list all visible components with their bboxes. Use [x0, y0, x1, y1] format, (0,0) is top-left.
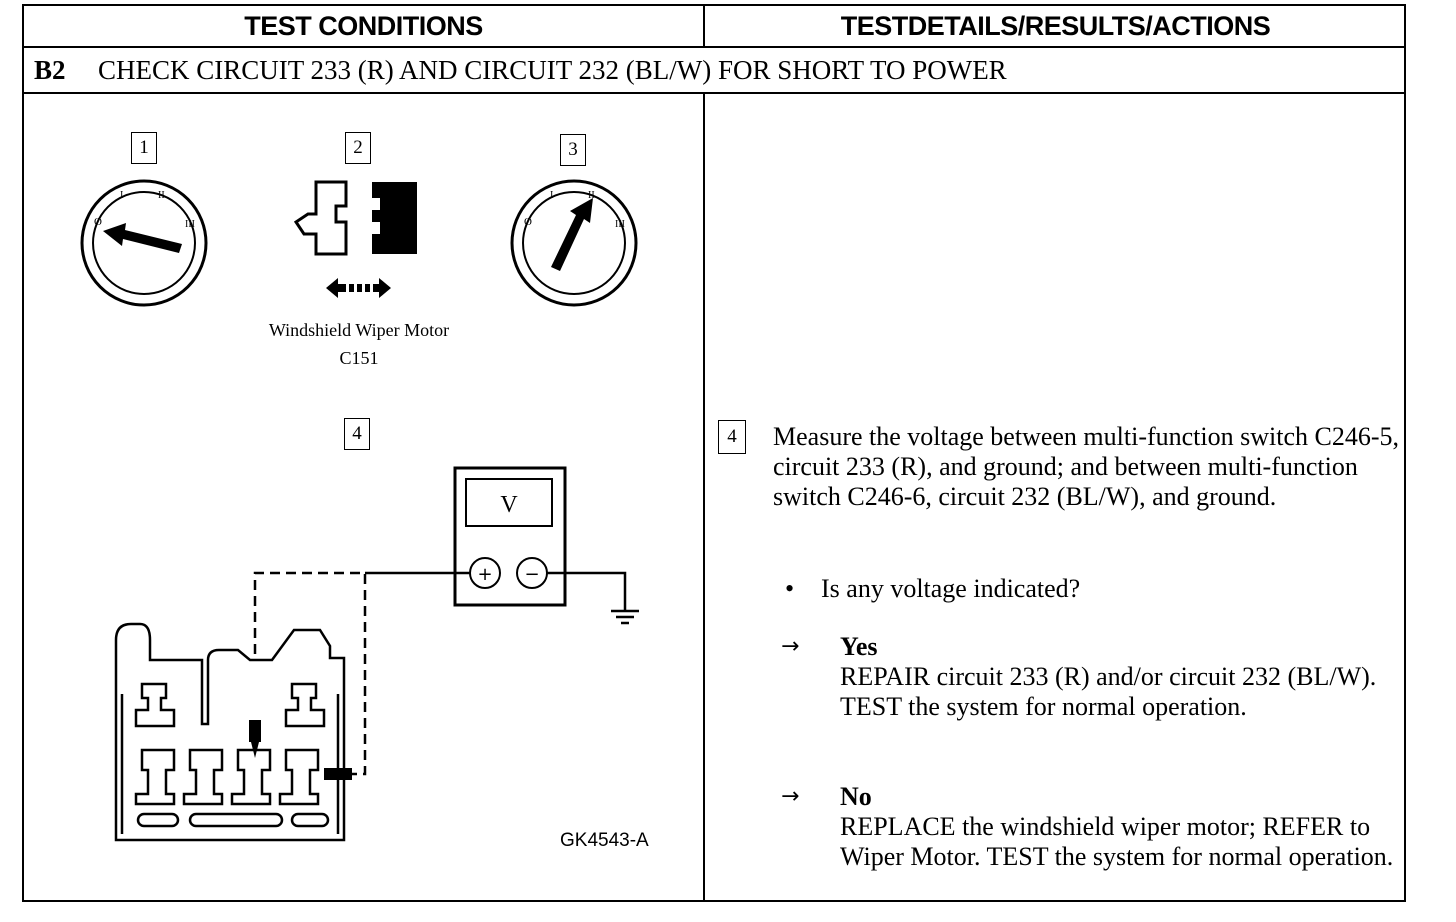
switch1-mark-2: II	[158, 190, 165, 201]
figure-code: GK4543-A	[560, 830, 649, 851]
switch3-mark-3: III	[615, 219, 625, 230]
result-action-yes: REPAIR circuit 233 (R) and/or circuit 23…	[840, 662, 1377, 721]
result-action-no: REPLACE the windshield wiper motor; REFE…	[840, 812, 1394, 871]
connector-disconnect-icon	[293, 180, 417, 298]
condition-marker-4: 4	[344, 418, 370, 450]
ground-icon	[547, 571, 639, 625]
meter-plus-terminal: +	[477, 564, 492, 585]
condition-marker-1: 1	[131, 132, 157, 164]
voltmeter-icon: V + −	[453, 466, 567, 607]
test-instruction: Measure the voltage between multi-functi…	[773, 422, 1400, 511]
test-procedure-table: TEST CONDITIONS TESTDETAILS/RESULTS/ACTI…	[22, 4, 1406, 902]
table-header: TEST CONDITIONS TESTDETAILS/RESULTS/ACTI…	[24, 6, 1404, 48]
result-arrow-no: →	[781, 784, 800, 809]
details-marker-4: 4	[718, 420, 746, 454]
switch1-mark-0: O	[94, 216, 102, 228]
condition-marker-2: 2	[345, 132, 371, 164]
step-title: CHECK CIRCUIT 233 (R) AND CIRCUIT 232 (B…	[98, 54, 1007, 85]
step-title-row: B2 CHECK CIRCUIT 233 (R) AND CIRCUIT 232…	[24, 48, 1404, 94]
switch1-mark-3: III	[185, 219, 195, 230]
meter-display-label: V	[500, 492, 518, 518]
switch3-mark-2: II	[588, 190, 595, 201]
test-details-panel: 4 Measure the voltage between multi-func…	[705, 94, 1406, 900]
connector-c151-icon	[114, 622, 346, 842]
test-question: Is any voltage indicated?	[821, 574, 1081, 603]
switch-off-icon: O I II III	[80, 179, 208, 307]
result-label-yes: Yes	[840, 632, 878, 661]
result-label-no: No	[840, 782, 872, 811]
switch1-mark-1: I	[120, 190, 123, 201]
question-bullet: •	[785, 574, 795, 603]
meter-minus-terminal: −	[524, 564, 539, 585]
header-test-details: TESTDETAILS/RESULTS/ACTIONS	[840, 10, 1271, 41]
result-arrow-yes: →	[781, 634, 800, 659]
condition-marker-3: 3	[560, 134, 586, 166]
connector-caption-id: C151	[339, 348, 379, 368]
switch-position-ii-icon: O I II III	[510, 179, 638, 307]
header-test-conditions: TEST CONDITIONS	[24, 6, 705, 46]
connector-caption-name: Windshield Wiper Motor	[268, 320, 450, 340]
test-conditions-panel: O I II III O I II	[24, 94, 705, 900]
switch3-mark-1: I	[550, 190, 553, 201]
switch3-mark-0: O	[524, 216, 532, 228]
probe-tips	[249, 720, 352, 780]
test-conditions-diagram: O I II III O I II	[80, 179, 639, 842]
step-id: B2	[34, 54, 66, 85]
